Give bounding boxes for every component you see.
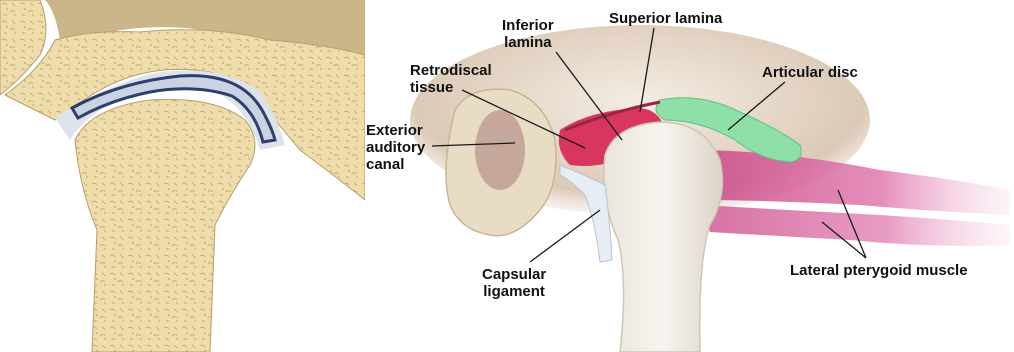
label-exterior-auditory-canal-line3: canal bbox=[366, 156, 425, 173]
label-inferior-lamina-line2: lamina bbox=[502, 34, 554, 51]
label-exterior-auditory-canal: Exterior auditory canal bbox=[366, 122, 425, 173]
illustration-panel bbox=[365, 0, 1014, 352]
label-inferior-lamina: Inferior lamina bbox=[502, 17, 554, 51]
label-superior-lamina: Superior lamina bbox=[609, 10, 722, 27]
label-exterior-auditory-canal-line1: Exterior bbox=[366, 122, 425, 139]
label-capsular-ligament: Capsular ligament bbox=[482, 266, 546, 300]
label-capsular-ligament-line2: ligament bbox=[482, 283, 546, 300]
label-retrodiscal-tissue-line2: tissue bbox=[410, 79, 492, 96]
label-retrodiscal-tissue: Retrodiscal tissue bbox=[410, 62, 492, 96]
label-articular-disc: Articular disc bbox=[762, 64, 858, 81]
label-inferior-lamina-line1: Inferior bbox=[502, 17, 554, 34]
label-capsular-ligament-line1: Capsular bbox=[482, 266, 546, 283]
label-exterior-auditory-canal-line2: auditory bbox=[366, 139, 425, 156]
schematic-panel bbox=[0, 0, 365, 352]
label-lateral-pterygoid-muscle: Lateral pterygoid muscle bbox=[790, 262, 968, 279]
auditory-canal-opening bbox=[475, 110, 525, 190]
label-retrodiscal-tissue-line1: Retrodiscal bbox=[410, 62, 492, 79]
